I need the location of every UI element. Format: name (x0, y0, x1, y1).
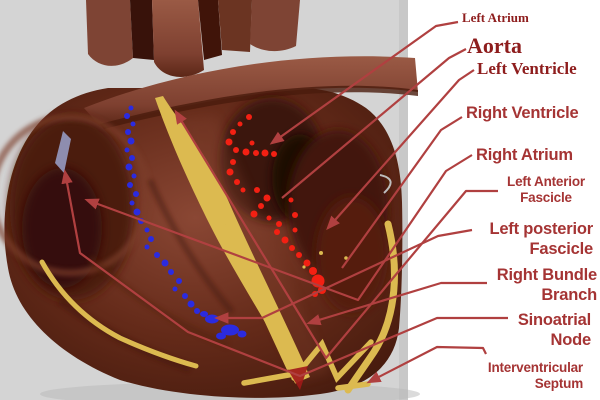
leader-left-posterior-fascicle (214, 228, 473, 324)
yellow-specks (302, 251, 348, 269)
leader-right-atrium (84, 154, 473, 302)
apex-marker (288, 366, 308, 390)
leader-aorta (281, 48, 467, 199)
viewport-edge-shade (399, 0, 409, 400)
leader-left-ventricle (326, 69, 475, 231)
rotate-widget-arc (379, 174, 392, 194)
leader-sinoatrial-node (61, 169, 508, 378)
blue-activity-dots (124, 105, 247, 340)
leader-interventricular-septum (366, 345, 487, 384)
leader-left-anterior-fascicle (174, 109, 498, 360)
label-left-ventricle: Left Ventricle (477, 59, 577, 78)
leader-right-bundle-branch (306, 281, 487, 326)
apex-branches (241, 338, 374, 391)
label-left-posterior-fascicle: Left posterior Fascicle (489, 220, 593, 259)
label-left-anterior-fascicle: Left Anterior Fascicle (507, 174, 585, 206)
bundle-strand (224, 220, 298, 384)
leader-right-ventricle (341, 116, 463, 269)
left-posterior-crescent (39, 259, 199, 369)
sinoatrial-node-marker (55, 131, 71, 173)
label-right-bundle-branch: Right Bundle Branch (496, 266, 597, 305)
label-interventricular-septum: Interventricular Septum (487, 360, 583, 392)
label-left-atrium: Left Atrium (462, 10, 529, 25)
label-aorta: Aorta (467, 33, 522, 58)
label-right-atrium: Right Atrium (476, 146, 573, 164)
label-sinoatrial-node: Sinoatrial Node (517, 311, 591, 350)
leader-lines (61, 20, 508, 384)
heart-body (0, 0, 420, 400)
label-right-ventricle: Right Ventricle (466, 104, 579, 122)
leader-left-atrium (269, 20, 459, 145)
